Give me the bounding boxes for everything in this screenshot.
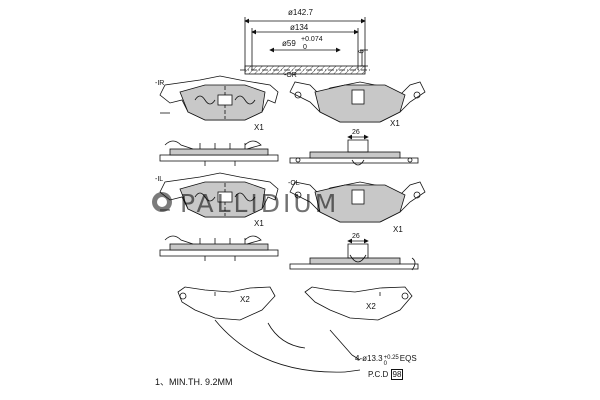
inner-diameter-label: ø134 — [290, 23, 309, 32]
pad-inner-right — [159, 75, 279, 121]
qty-label-flat-right: X2 — [366, 302, 376, 311]
pad-side-view-lower-right — [289, 238, 419, 271]
view-label-or: -OR — [284, 72, 297, 79]
hub-tolerance-lower: 0 — [303, 44, 307, 51]
clip-width-lower: 26 — [352, 233, 360, 240]
pcd-value: 98 — [390, 369, 404, 380]
bolt-eqs: EQS — [399, 354, 417, 363]
view-label-il: -IL — [155, 176, 164, 183]
rotor-arc — [214, 319, 361, 373]
qty-label-ol: X1 — [393, 225, 403, 234]
thickness-label: 6 — [358, 49, 366, 54]
view-label-ol: -OL — [288, 180, 300, 187]
view-label-ir: -IR — [155, 80, 165, 87]
pad-outer-left — [289, 181, 426, 223]
qty-label-flat-left: X2 — [240, 295, 250, 304]
rotor-section — [240, 17, 370, 75]
hub-diameter-label: ø59 — [282, 39, 296, 48]
bolt-tolerance-lower: 0 — [383, 361, 387, 367]
qty-label-il: X1 — [254, 219, 264, 228]
hub-tolerance-upper: +0.074 — [301, 36, 323, 43]
pad-flat-right — [304, 286, 413, 321]
pcd-label: P.C.D 98 — [368, 369, 404, 380]
pad-inner-left — [159, 172, 279, 218]
clip-width-upper: 26 — [352, 129, 360, 136]
watermark: PALLIDIUM — [180, 189, 340, 218]
pcd-text: P.C.D — [368, 370, 389, 379]
bolt-holes-count: 4-ø13.3 — [355, 354, 383, 363]
qty-label-or: X1 — [390, 119, 400, 128]
pad-outer-right — [289, 81, 426, 123]
bolt-tolerance-upper: +0.25 — [383, 355, 399, 361]
min-thickness-note: 1、MIN.TH. 9.2MM — [155, 377, 233, 387]
outer-diameter-label: ø142.7 — [288, 8, 313, 17]
pad-flat-left — [177, 286, 276, 321]
pad-side-view-upper-left — [159, 140, 279, 166]
pad-side-view-lower-left — [159, 235, 279, 261]
qty-label-ir: X1 — [254, 123, 264, 132]
pad-side-view-upper-right — [289, 134, 419, 166]
logo-mark — [152, 192, 172, 212]
